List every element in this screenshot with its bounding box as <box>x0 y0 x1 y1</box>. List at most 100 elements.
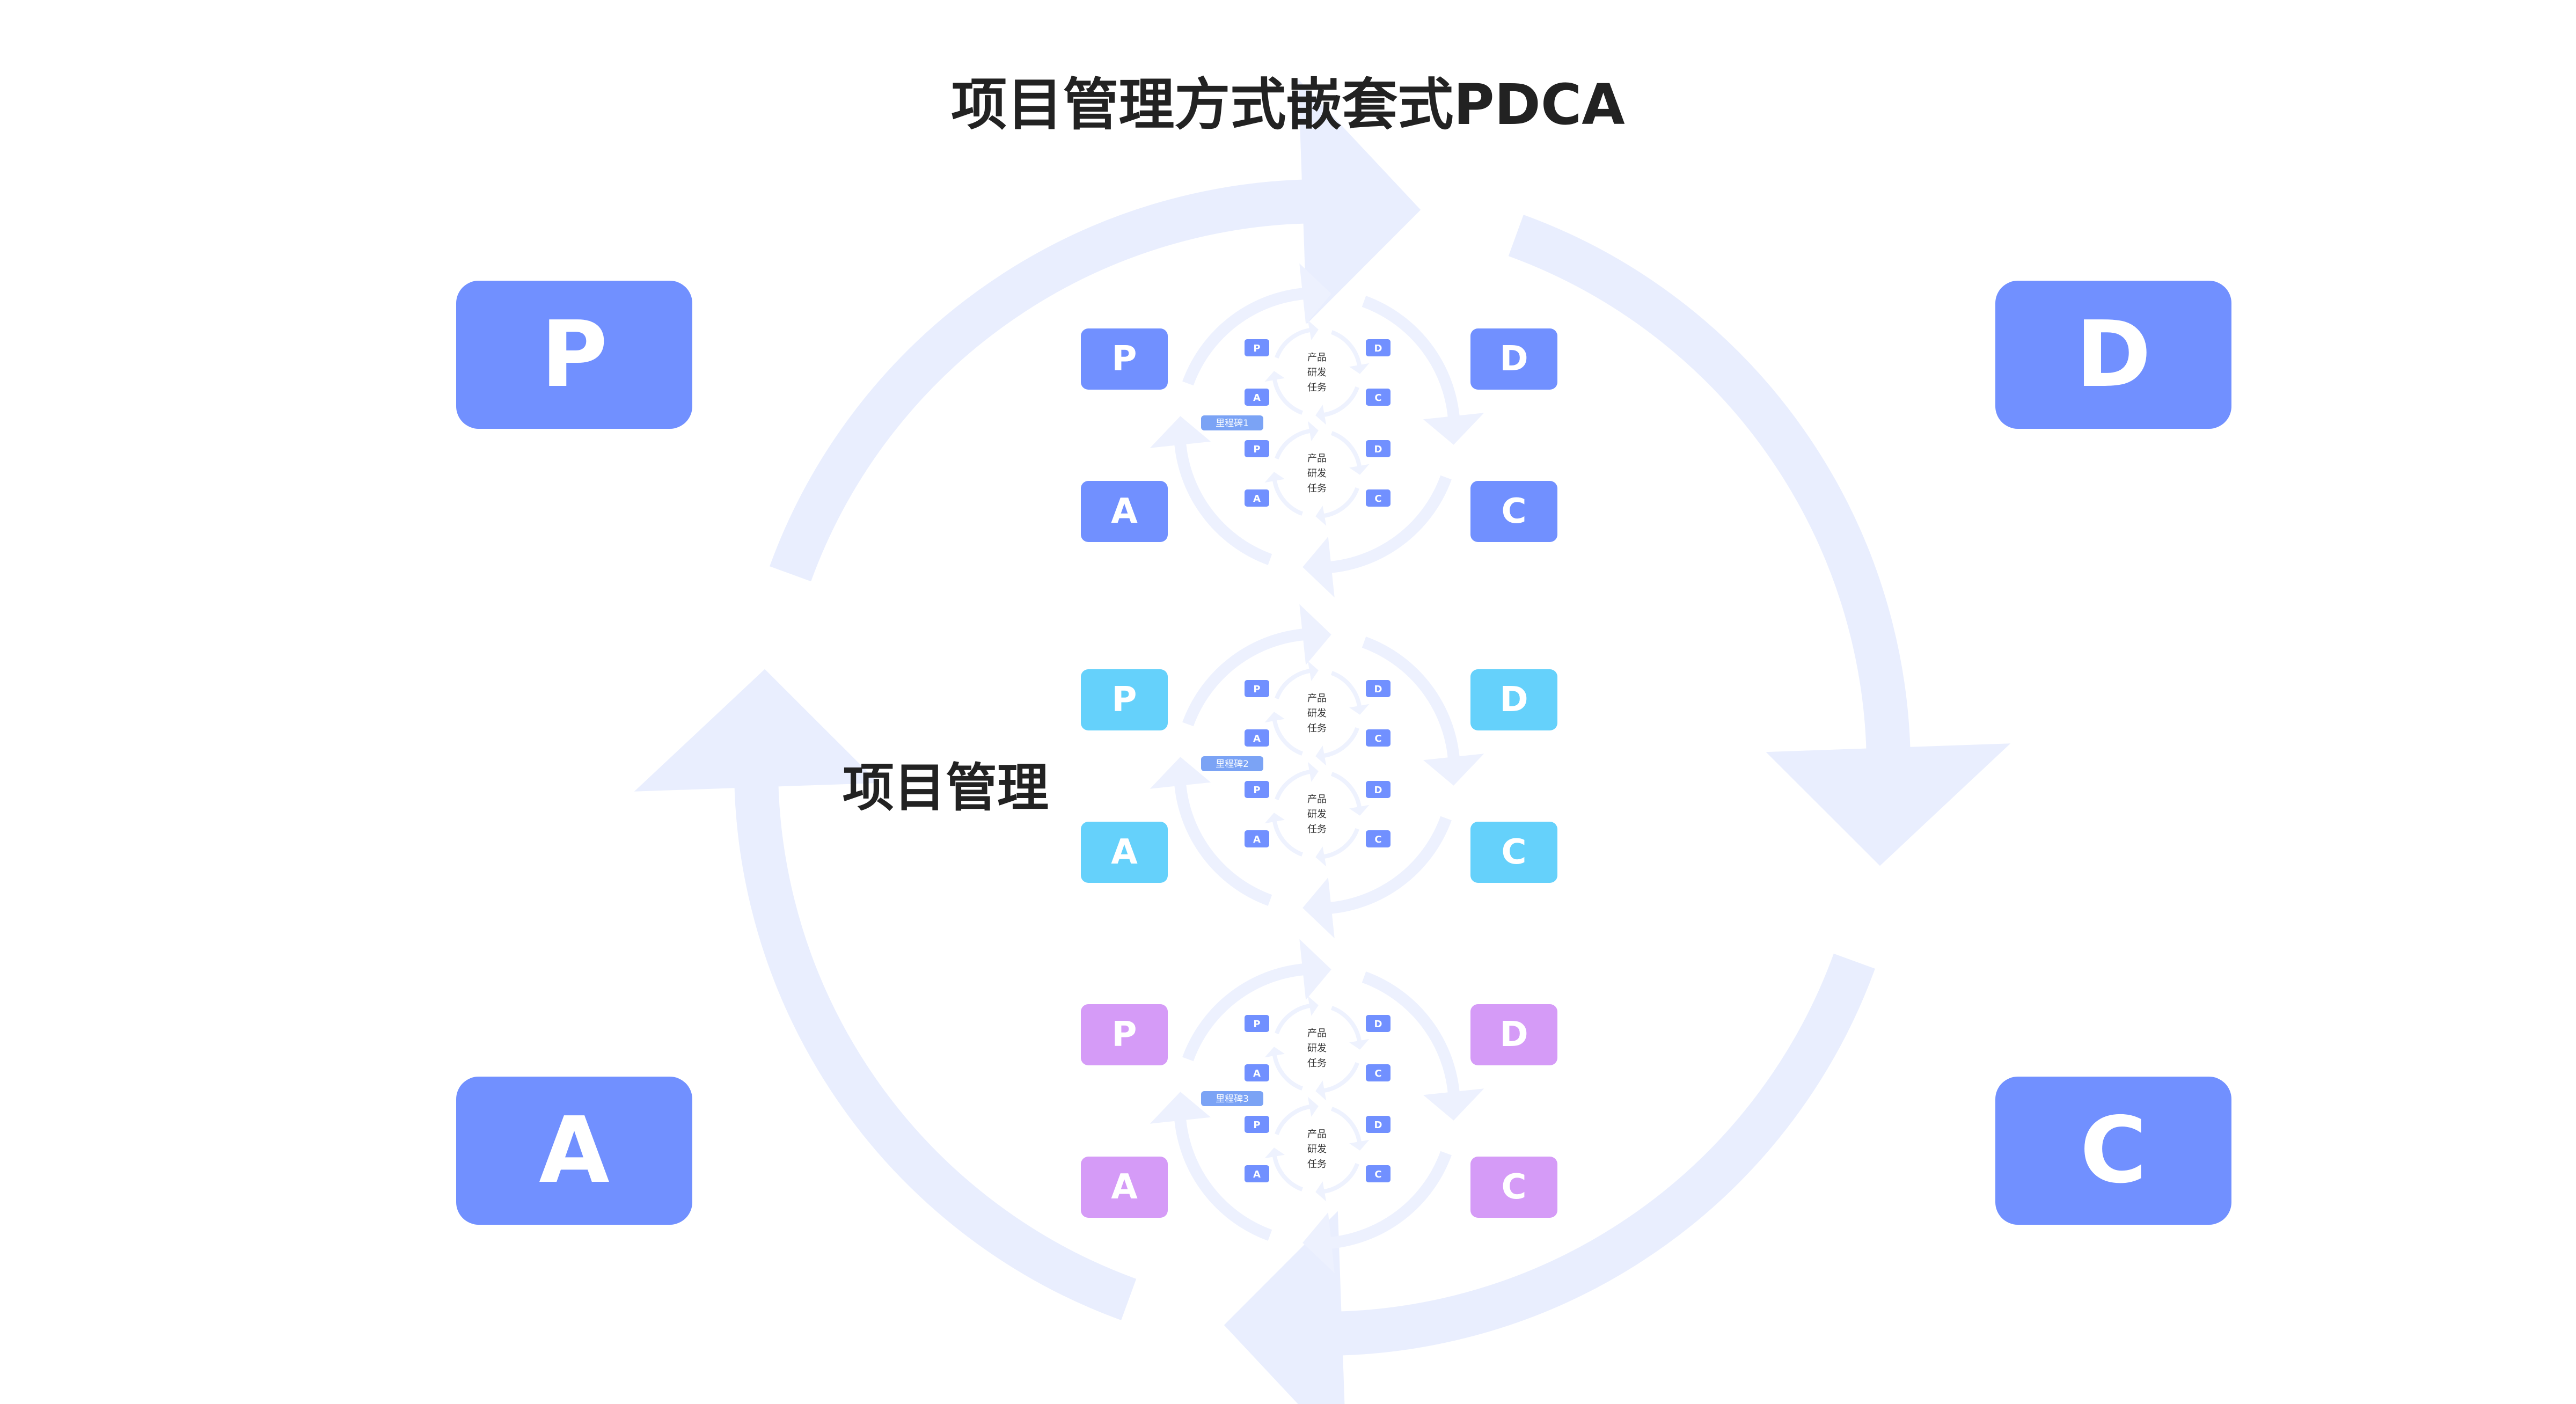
module-3-a-label: A <box>1111 1167 1138 1207</box>
outer-arrowhead-2 <box>1766 743 2011 866</box>
task-text-line: 产品 <box>1307 352 1327 363</box>
module-1-ring-arc-3 <box>1316 475 1452 574</box>
module-3-ring-arrowhead-3 <box>1302 1212 1335 1274</box>
task-d-chip <box>1366 1116 1391 1133</box>
task-1-2-ring-arc-3 <box>1320 487 1359 518</box>
task-d-chip-label: D <box>1374 444 1382 455</box>
outer-arc-3 <box>1281 953 1875 1356</box>
task-d-chip <box>1366 440 1391 457</box>
task-text-line: 研发 <box>1307 1043 1327 1054</box>
module-3-d-box <box>1470 1004 1557 1065</box>
task-c-chip <box>1366 389 1391 406</box>
task-2-2-ring-arc-3 <box>1320 828 1359 859</box>
task-p-chip-label: P <box>1253 343 1260 354</box>
module-1-ring-arrowhead-4 <box>1150 416 1211 448</box>
task-3-1-ring-arc-1 <box>1275 1003 1314 1035</box>
module-1-ring-arc-1 <box>1182 287 1318 386</box>
task-2-2-ring-arrowhead-2 <box>1349 805 1370 816</box>
task-text-line: 任务 <box>1307 723 1327 734</box>
task-text-line: 产品 <box>1307 453 1327 464</box>
outer-arrowhead-1 <box>1298 79 1421 324</box>
task-1-2-ring-arrowhead-1 <box>1307 421 1319 441</box>
project-management-label: 项目管理 <box>843 758 1049 818</box>
task-p-chip <box>1245 781 1269 798</box>
module-2-milestone-pill <box>1201 756 1263 771</box>
module-2-ring-arc-4 <box>1174 771 1272 906</box>
task-1-1-ring-arrowhead-3 <box>1315 405 1327 425</box>
module-3-ring-arc-4 <box>1174 1106 1272 1241</box>
outer-arc-1 <box>770 179 1364 582</box>
task-3-1-ring-arc-3 <box>1320 1062 1359 1093</box>
module-2-d-box <box>1470 669 1557 730</box>
module-2-ring-arc-2 <box>1362 637 1460 772</box>
task-3-2-ring-arrowhead-4 <box>1264 1147 1285 1159</box>
task-2-1-ring-arrowhead-4 <box>1264 712 1285 723</box>
task-c-chip-label: C <box>1374 392 1381 404</box>
task-text-line: 任务 <box>1307 382 1327 393</box>
task-a-chip-label: A <box>1253 1169 1261 1180</box>
task-text-line: 研发 <box>1307 708 1327 719</box>
module-1-milestone-label: 里程碑1 <box>1216 418 1249 429</box>
module-1-milestone-pill <box>1201 415 1263 430</box>
module-1-c-label: C <box>1502 492 1527 531</box>
module-3-ring-arc-3 <box>1316 1151 1452 1249</box>
task-a-chip <box>1245 830 1269 847</box>
task-3-1-ring-arrowhead-3 <box>1315 1080 1327 1101</box>
task-2-1-ring-arc-2 <box>1330 671 1362 711</box>
module-1-ring-arc-4 <box>1174 430 1272 565</box>
module-1-ring-arrowhead-3 <box>1302 536 1335 598</box>
task-p-chip-label: P <box>1253 785 1260 796</box>
module-1-a-label: A <box>1111 492 1138 531</box>
task-text-line: 任务 <box>1307 1159 1327 1170</box>
task-3-2-ring-arc-2 <box>1330 1107 1362 1146</box>
task-3-1-ring-arrowhead-2 <box>1349 1039 1370 1050</box>
task-1-2-ring-arc-2 <box>1330 431 1362 471</box>
task-a-chip <box>1245 389 1269 406</box>
task-a-chip-label: A <box>1253 834 1261 845</box>
module-3-p-label: P <box>1112 1015 1137 1055</box>
task-text-line: 产品 <box>1307 1129 1327 1140</box>
task-d-chip-label: D <box>1374 1120 1382 1131</box>
task-p-chip-label: P <box>1253 1120 1260 1131</box>
module-3-milestone-label: 里程碑3 <box>1216 1094 1249 1105</box>
task-p-chip <box>1245 339 1269 356</box>
task-c-chip <box>1366 830 1391 847</box>
task-2-1-ring-arrowhead-1 <box>1307 661 1319 681</box>
module-1-a-box <box>1081 481 1168 542</box>
outer-c-box: C <box>1995 1077 2231 1225</box>
task-1-2-ring-arrowhead-4 <box>1264 472 1285 483</box>
module-3-p-box <box>1081 1004 1168 1065</box>
task-text-line: 研发 <box>1307 367 1327 378</box>
task-3-2-ring-arc-4 <box>1272 1152 1304 1191</box>
module-1-ring-arrowhead-2 <box>1423 413 1484 445</box>
task-a-chip <box>1245 1064 1269 1081</box>
module-1-d-label: D <box>1499 339 1528 379</box>
task-2-2-ring-arc-2 <box>1330 772 1362 811</box>
task-p-chip <box>1245 1015 1269 1032</box>
task-1-1-ring-arc-3 <box>1320 386 1359 418</box>
module-1-ring-arc-2 <box>1362 296 1460 431</box>
task-d-chip <box>1366 339 1391 356</box>
task-2-1-ring-arc-3 <box>1320 727 1359 758</box>
module-3-c-box <box>1470 1157 1557 1218</box>
task-p-chip-label: P <box>1253 444 1260 455</box>
module-1-c-box <box>1470 481 1557 542</box>
task-1-1-ring-arrowhead-2 <box>1349 363 1370 374</box>
task-1-2-ring-arrowhead-3 <box>1315 506 1327 526</box>
task-a-chip-label: A <box>1253 1068 1261 1079</box>
page-title: 项目管理方式嵌套式PDCA <box>951 72 1625 137</box>
task-d-chip <box>1366 781 1391 798</box>
task-d-chip-label: D <box>1374 785 1382 796</box>
module-3-ring-arc-1 <box>1182 963 1318 1062</box>
task-3-2-ring-arc-3 <box>1320 1162 1359 1194</box>
task-text-line: 产品 <box>1307 1028 1327 1039</box>
task-c-chip-label: C <box>1374 1169 1381 1180</box>
task-p-chip-label: P <box>1253 684 1260 695</box>
task-2-1-ring-arrowhead-3 <box>1315 745 1327 766</box>
